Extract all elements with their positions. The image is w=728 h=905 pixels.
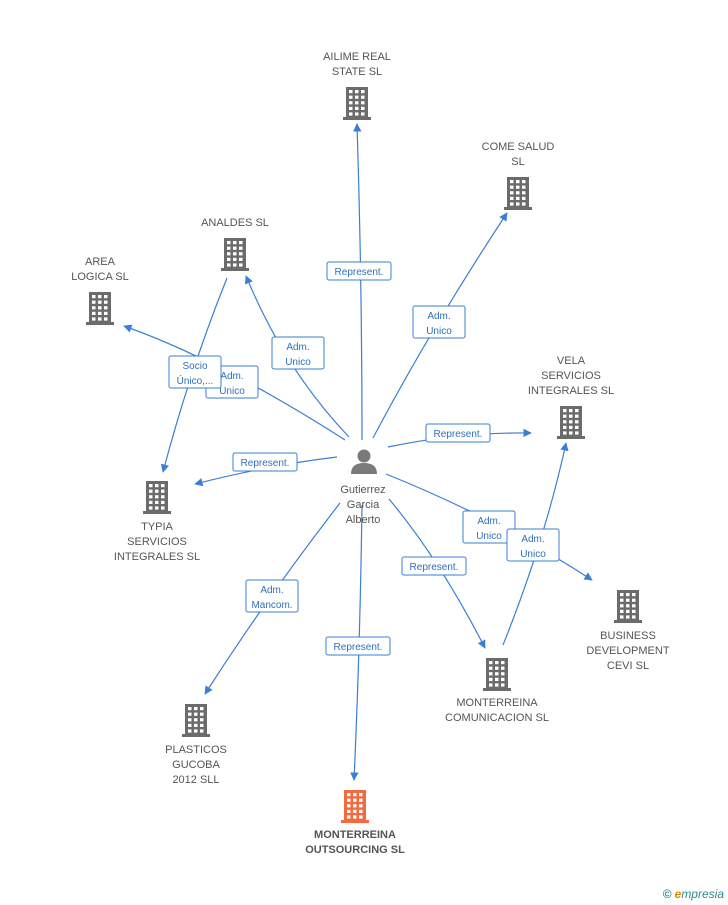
company-node-vela[interactable]: VELA SERVICIOS INTEGRALES SL [528,355,614,439]
person-name-line: Alberto [346,514,381,526]
company-name-line: INTEGRALES SL [528,385,614,397]
edge-label-text: Adm. [260,585,283,596]
company-node-area[interactable]: AREA LOGICA SL [71,256,129,325]
edge-label-text: Unico [476,531,502,542]
edge-label-text: Represent. [241,458,290,469]
edge-label-plasticos: Adm. Mancom. [245,579,299,613]
edge-label-text: Socio [182,361,207,372]
edges-layer [123,123,593,781]
company-name-line: INTEGRALES SL [114,551,200,563]
company-node-analdes[interactable]: ANALDES SL [201,217,269,271]
building-icon [341,790,369,823]
brand-initial: e [674,887,682,901]
edge-label-monterreina_out: Represent. [325,636,391,656]
edge-label-vela: Represent. [425,423,491,443]
company-node-monterreina_out[interactable]: MONTERREINA OUTSOURCING SL [305,790,405,856]
edge-label-vela: Adm. Unico [506,528,560,562]
edge-label-box [245,579,299,613]
edge-label-text: Unico [426,326,452,337]
company-name-line: SERVICIOS [541,370,601,382]
edge-label-come: Adm. Unico [412,305,466,339]
edge-label-text: Unico [219,386,245,397]
building-icon [221,238,249,271]
edge-label-typia: SocioÚnico,... [168,355,222,389]
edge-label-text: Represent. [434,429,483,440]
edge-label-box [506,528,560,562]
company-name-line: MONTERREINA [456,697,538,709]
company-node-ailime[interactable]: AILIME REAL STATE SL [323,51,391,120]
company-node-plasticos[interactable]: PLASTICOS GUCOBA 2012 SLL [165,704,227,786]
edge-label-ailime: Represent. [326,261,392,281]
person-name-line: Gutierrez [340,484,385,496]
company-name-line: GUCOBA [172,759,220,771]
edge-label-text: Adm. [427,311,450,322]
edge-labels-layer: Represent.Adm.UnicoAdm.UnicoAdm.UnicoSoc… [168,261,560,656]
edge-label-box [232,452,298,472]
person-icon [351,449,377,474]
company-name-line: AILIME REAL [323,51,391,63]
edge-label-monterreina_com: Represent. [401,556,467,576]
company-name-line: AREA [85,256,116,268]
building-icon [143,481,171,514]
company-name-line: COMUNICACION SL [445,712,549,724]
company-name-line: MONTERREINA [314,829,396,841]
company-node-monterreina_com[interactable]: MONTERREINA COMUNICACION SL [445,658,549,724]
company-name-line: VELA [557,355,586,367]
building-icon [343,87,371,120]
company-name-line: TYPIA [141,521,173,533]
edge-line-ailime [353,123,363,441]
edge-label-box [412,305,466,339]
edge-label-text: Adm. [286,342,309,353]
edge-label-text: Unico [520,549,546,560]
building-icon [504,177,532,210]
company-name-line: OUTSOURCING SL [305,844,405,856]
company-name-line: LOGICA SL [71,271,128,283]
company-name-line: PLASTICOS [165,744,227,756]
edge-label-box [325,636,391,656]
edge-label-box [326,261,392,281]
edge-label-typia: Represent. [232,452,298,472]
company-name-line: COME SALUD [482,141,555,153]
building-icon [182,704,210,737]
company-node-come[interactable]: COME SALUD SL [482,141,555,210]
edge-label-text: Adm. [477,516,500,527]
company-name-line: ANALDES SL [201,217,269,229]
company-node-typia[interactable]: TYPIA SERVICIOS INTEGRALES SL [114,481,200,563]
building-icon [86,292,114,325]
building-icon [614,590,642,623]
company-name-line: CEVI SL [607,660,649,672]
edge-label-text: Mancom. [251,600,292,611]
edge-label-business: Adm. Unico [462,510,516,544]
nodes-layer: AILIME REAL STATE SL COME SALUD SL ANALDES S… [71,51,670,856]
edge-label-box [462,510,516,544]
edge-label-box [425,423,491,443]
company-name-line: DEVELOPMENT [586,645,669,657]
company-name-line: SERVICIOS [127,536,187,548]
edge-label-text: Adm. [220,371,243,382]
edge-label-box [271,336,325,370]
building-icon [557,406,585,439]
edge-label-box [168,355,222,389]
edge-label-text: Unico [285,357,311,368]
edge-label-text: Represent. [334,642,383,653]
edge-label-box [401,556,467,576]
edge-label-analdes: Adm. Unico [271,336,325,370]
empresia-watermark: ©empresia [663,887,724,901]
brand-name: mpresia [681,887,724,901]
edge-label-text: Único,... [177,374,214,387]
company-node-business[interactable]: BUSINESS DEVELOPMENT CEVI SL [586,590,670,672]
company-name-line: 2012 SLL [172,774,219,786]
edge-label-text: Represent. [410,562,459,573]
edge-label-text: Represent. [335,267,384,278]
building-icon [483,658,511,691]
company-name-line: SL [511,156,524,168]
edge-label-text: Adm. [521,534,544,545]
company-name-line: BUSINESS [600,630,656,642]
person-name-line: Garcia [347,499,380,511]
copyright-symbol: © [662,887,672,901]
company-name-line: STATE SL [332,66,382,78]
